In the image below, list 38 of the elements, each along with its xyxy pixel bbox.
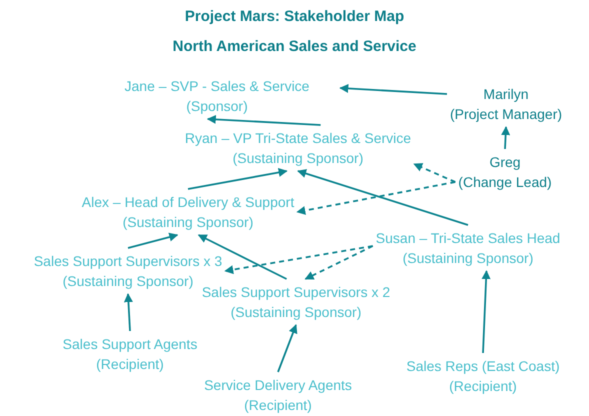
arrow: [128, 232, 178, 249]
arrow: [198, 234, 287, 280]
stakeholder-name: Alex – Head of Delivery & Support: [82, 193, 294, 212]
arrow: [277, 324, 298, 372]
stakeholder-name: Marilyn: [483, 85, 529, 104]
dashed-arrow: [224, 245, 373, 274]
stakeholder-name: Ryan – VP Tri-State Sales & Service: [184, 129, 412, 148]
stakeholder-role: (Recipient): [449, 377, 517, 396]
arrow: [482, 270, 491, 354]
arrow: [188, 168, 288, 190]
stakeholder-name: Susan – Tri-State Sales Head: [376, 229, 560, 248]
stakeholder-name: Greg: [489, 153, 521, 172]
stakeholder-role: (Project Manager): [450, 105, 562, 124]
dashed-arrow: [296, 181, 456, 215]
stakeholder-name: Sales Reps (East Coast): [406, 357, 560, 376]
dashed-arrow: [413, 163, 456, 183]
stakeholder-role: (Change Lead): [458, 173, 552, 192]
stakeholder-role: (Recipient): [244, 396, 312, 415]
stakeholder-role: (Sustaining Sponsor): [402, 249, 534, 268]
stakeholder-name: Sales Support Agents: [62, 335, 198, 354]
arrow: [501, 126, 510, 150]
diagram-subtitle: North American Sales and Service: [172, 38, 416, 55]
stakeholder-role: (Sponsor): [186, 97, 248, 116]
dashed-arrow: [304, 245, 374, 280]
stakeholder-role: (Recipient): [96, 355, 164, 374]
arrow: [124, 293, 133, 332]
stakeholder-role: (Sustaining Sponsor): [232, 149, 364, 168]
stakeholder-role: (Sustaining Sponsor): [62, 272, 194, 291]
stakeholder-name: Jane – SVP - Sales & Service: [124, 77, 310, 96]
stakeholder-name: Service Delivery Agents: [204, 376, 352, 395]
stakeholder-role: (Sustaining Sponsor): [122, 213, 254, 232]
stakeholder-name: Sales Support Supervisors x 3: [34, 252, 222, 271]
diagram-title: Project Mars: Stakeholder Map: [184, 8, 404, 25]
arrow: [297, 169, 468, 226]
arrow: [339, 84, 448, 95]
arrow: [206, 114, 321, 126]
stakeholder-name: Sales Support Supervisors x 2: [202, 283, 390, 302]
stakeholder-role: (Sustaining Sponsor): [230, 303, 362, 322]
